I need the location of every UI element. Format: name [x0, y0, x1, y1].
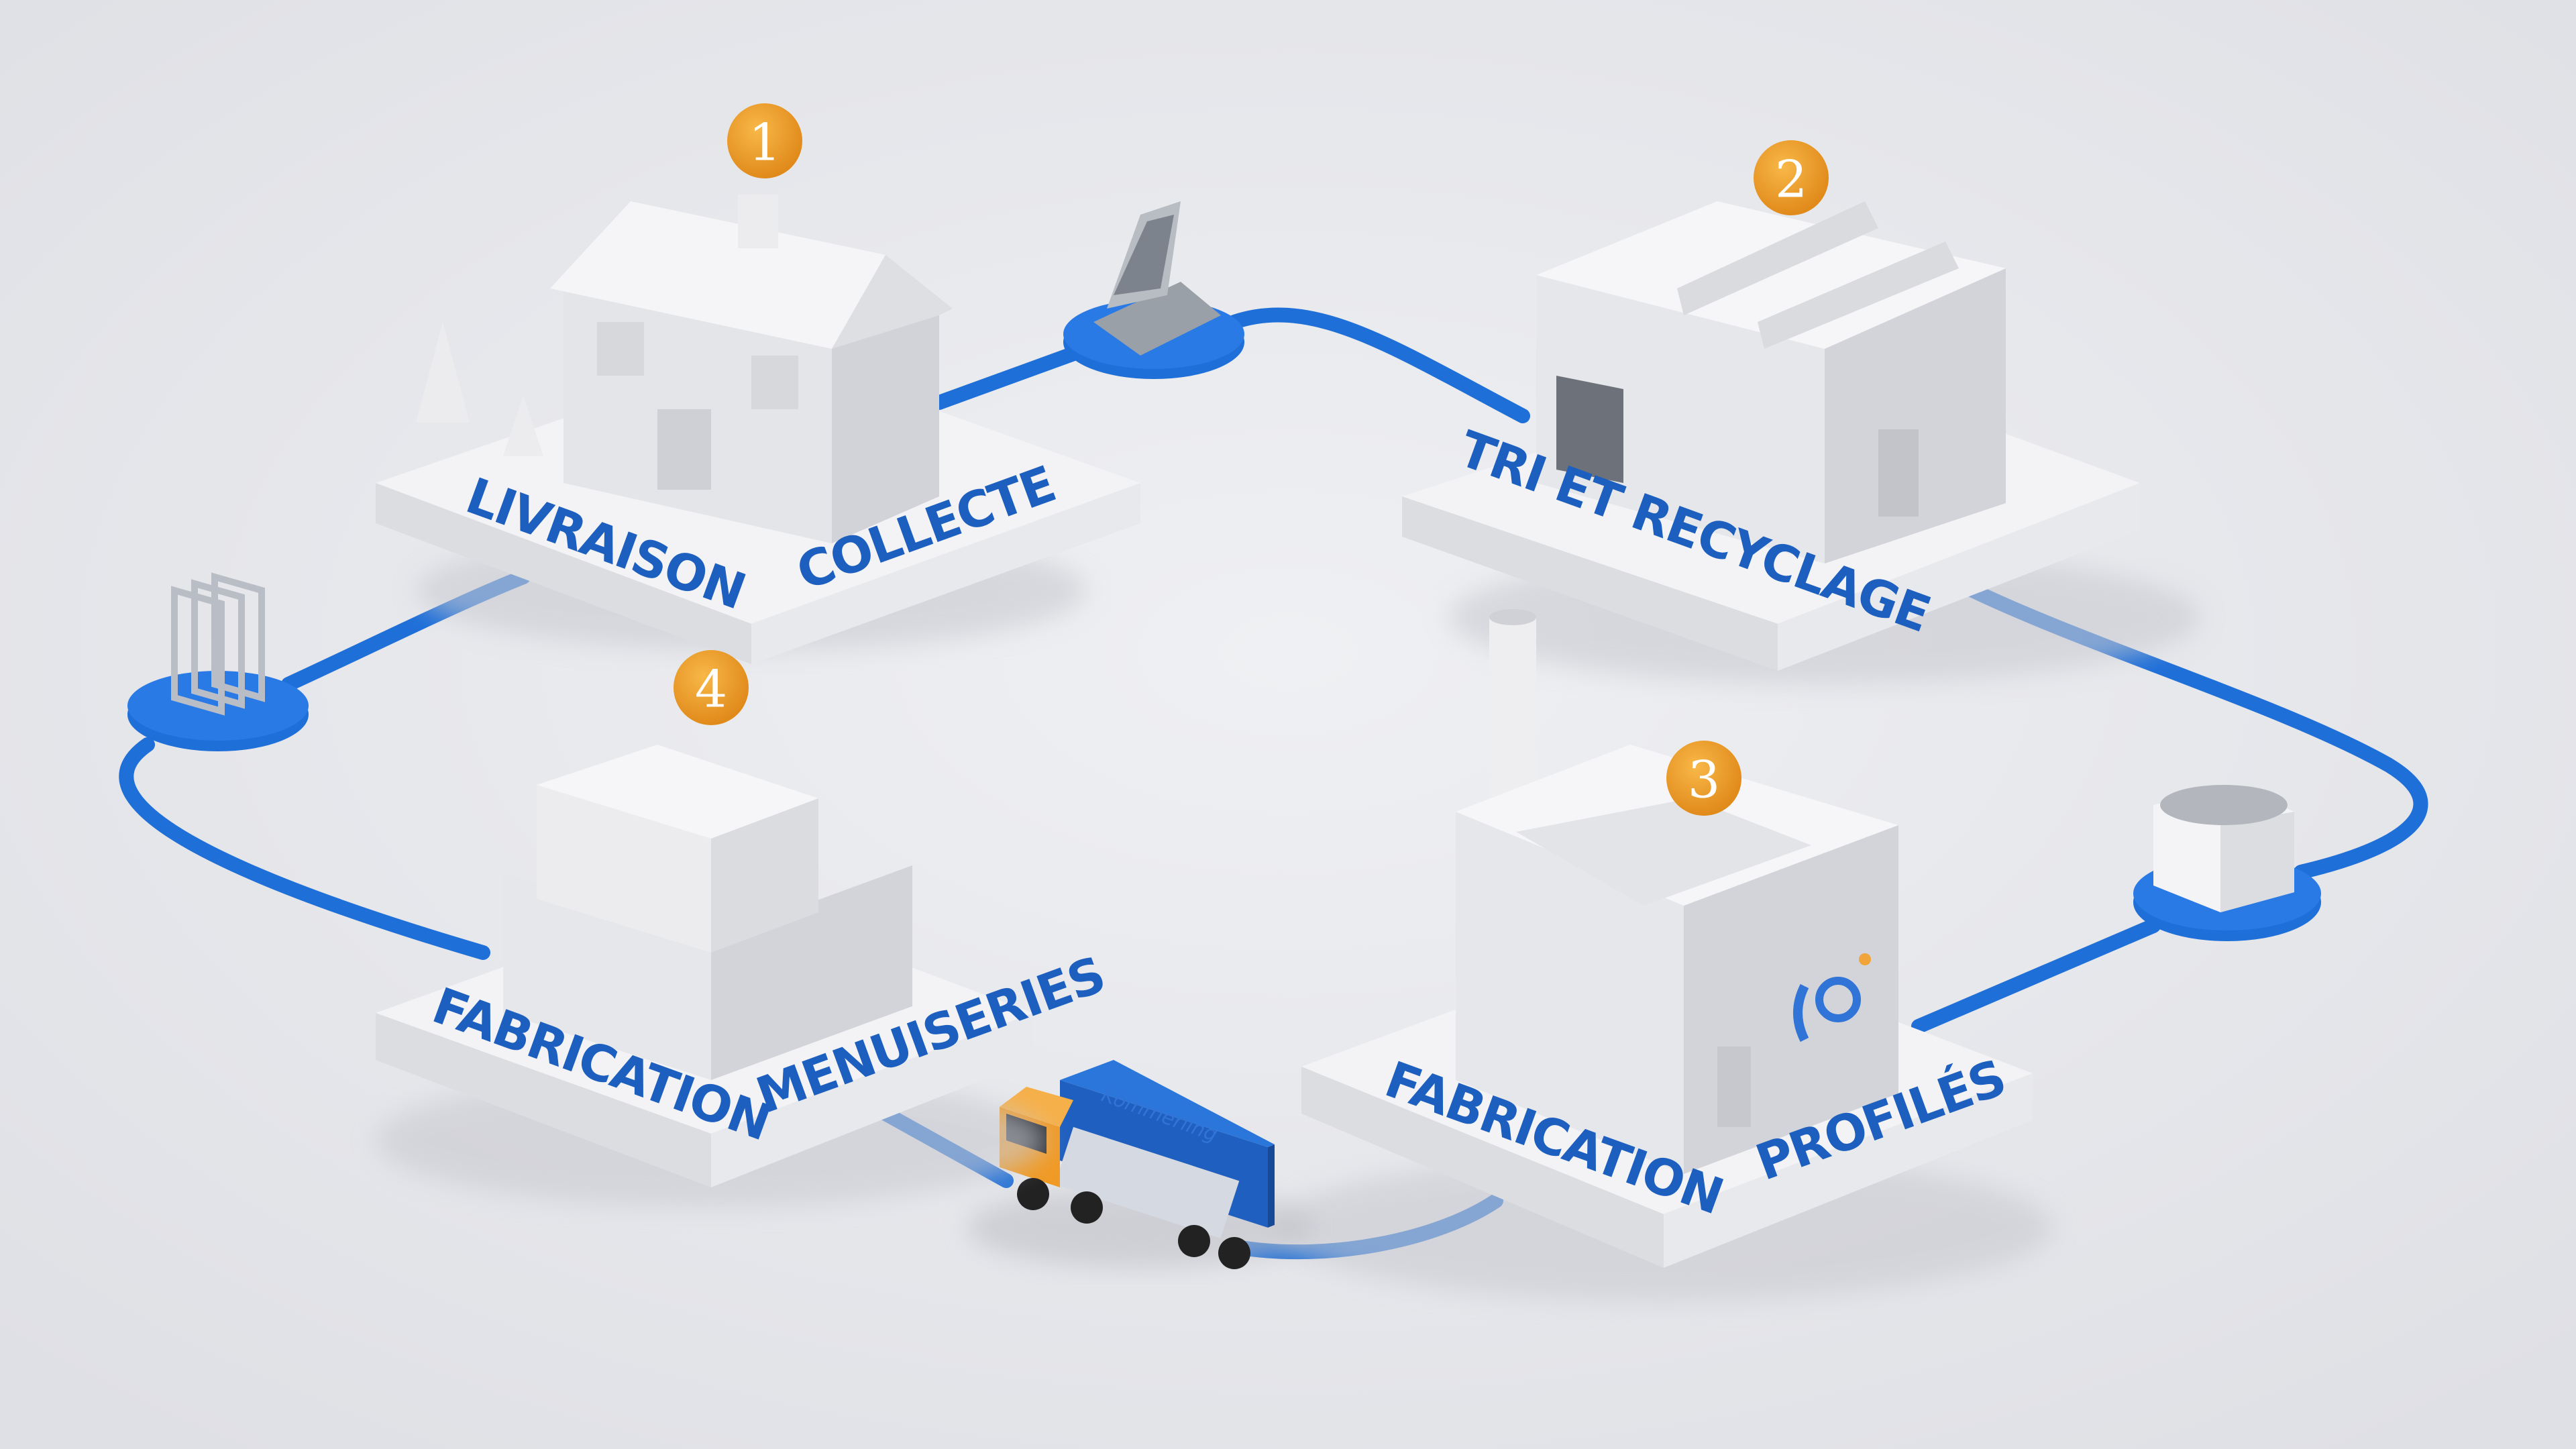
svg-text:4: 4: [695, 659, 727, 719]
pipe-joinery-to-frames-node: [119, 737, 490, 960]
step-badge-2: 2: [1754, 140, 1829, 215]
step-badge-1: 1: [727, 103, 802, 178]
pipe-house-to-windows-node: [932, 341, 1094, 410]
svg-text:1: 1: [749, 113, 781, 172]
station-recycle: TRI ET RECYCLAGE 2: [1402, 140, 2200, 684]
station-house: LIVRAISON COLLECTE 1: [376, 103, 1140, 664]
station-profiles: FABRICATION PROFILÉS 3: [1275, 609, 2053, 1301]
step-badge-4: 4: [674, 650, 749, 725]
svg-text:3: 3: [1688, 750, 1720, 810]
station-joinery: FABRICATION MENUISERIES 4: [376, 650, 1112, 1208]
brand-logo-icon: [1793, 953, 1871, 1042]
pipe-bag-node-to-profiles: [1911, 918, 2161, 1034]
ground-material-bag-node: [2133, 785, 2321, 941]
pipe-windows-node-to-recycle: [1227, 307, 1530, 423]
new-window-frames-node: [127, 572, 309, 751]
waste-windows-node: [1063, 201, 1244, 379]
svg-text:2: 2: [1775, 150, 1807, 209]
step-badge-3: 3: [1666, 741, 1741, 816]
